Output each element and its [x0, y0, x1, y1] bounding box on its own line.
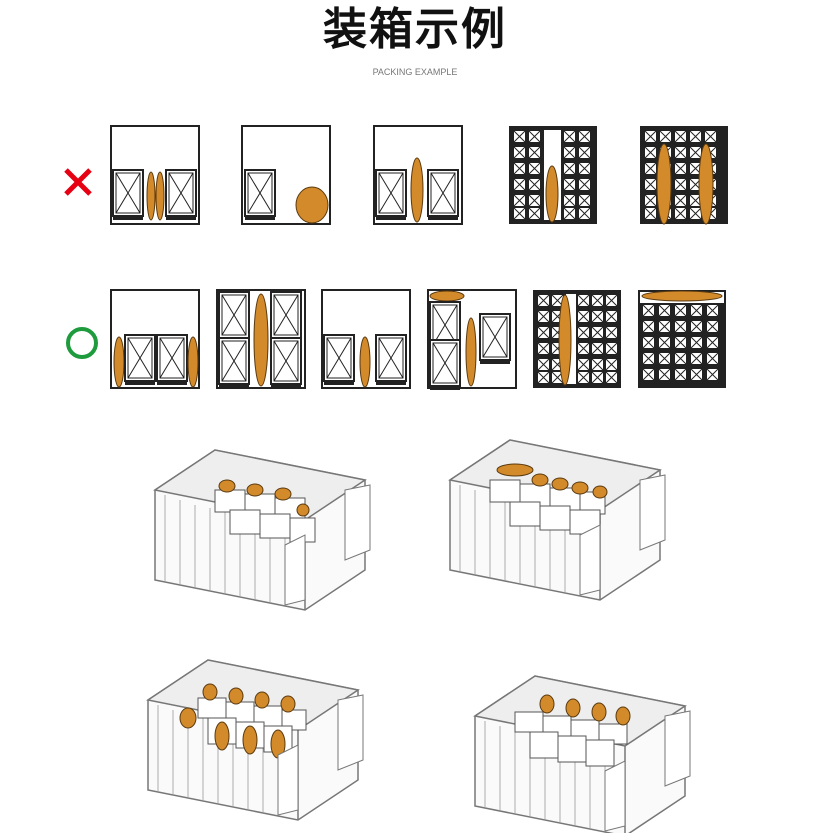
page-subtitle: PACKING EXAMPLE	[372, 67, 458, 77]
container-view-1	[154, 449, 371, 611]
right-example-3	[321, 289, 411, 389]
container-view-2	[449, 439, 666, 601]
cross-icon	[64, 168, 92, 196]
wrong-row	[64, 125, 728, 225]
right-row	[66, 289, 726, 391]
right-example-2	[216, 289, 306, 389]
page-title: 装箱示例	[323, 4, 507, 55]
circle-icon	[66, 327, 98, 359]
right-example-1	[110, 289, 200, 389]
container-view-3	[147, 659, 364, 821]
right-example-4	[427, 289, 517, 391]
wrong-example-1	[110, 125, 200, 225]
wrong-example-5	[640, 126, 728, 225]
right-example-6	[638, 290, 726, 388]
container-view-4	[474, 675, 691, 833]
wrong-example-2	[241, 125, 331, 225]
wrong-example-4	[509, 126, 597, 224]
right-example-5	[533, 290, 621, 388]
wrong-example-3	[373, 125, 463, 225]
